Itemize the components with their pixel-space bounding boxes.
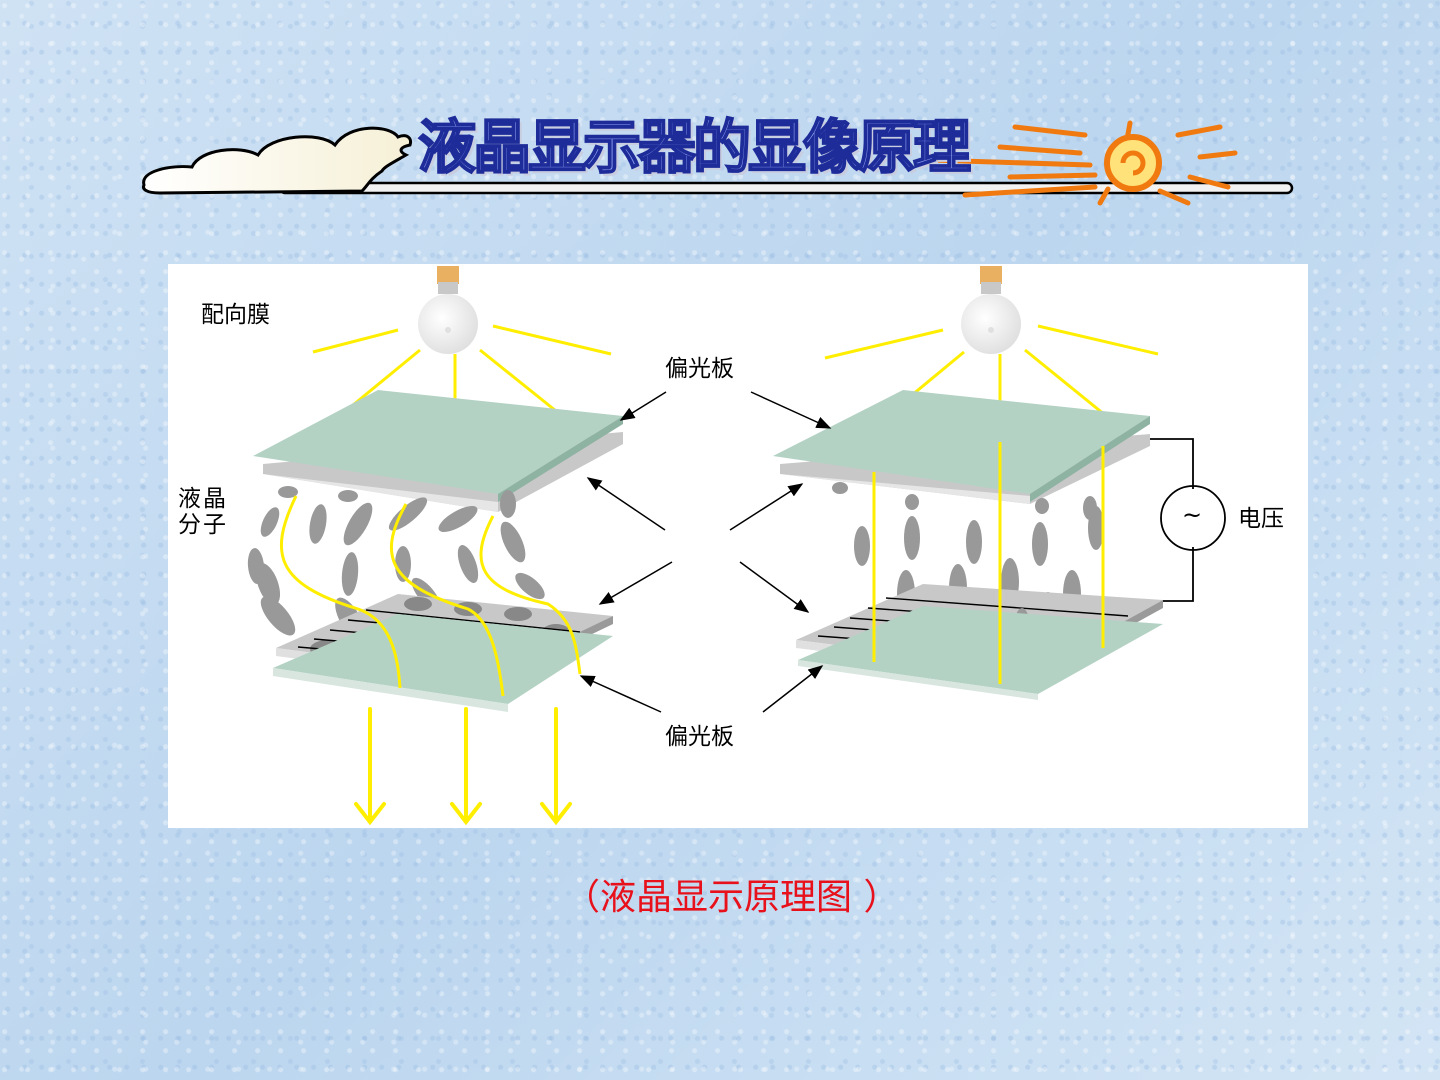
cloud-icon <box>142 126 412 195</box>
light-bulb-icon <box>418 266 478 354</box>
arrow-icon <box>729 483 804 531</box>
label-liquid-crystal: 液晶 分子 <box>178 486 228 538</box>
ac-source-icon <box>1150 438 1226 602</box>
ac-source-symbol: ~ <box>1182 501 1203 529</box>
arrow-icon <box>619 391 667 421</box>
pointer-arrows <box>579 391 832 713</box>
arrow-icon <box>750 391 832 429</box>
label-alignment-film: 配向膜 <box>201 302 270 328</box>
label-liquid-crystal-line1: 液晶 <box>178 486 228 512</box>
label-polarizer-top: 偏光板 <box>665 356 734 382</box>
diagram-caption: （液晶显示原理图 ） <box>564 877 900 918</box>
light-bulb-icon <box>961 266 1021 354</box>
slide-title: 液晶显示器的显像原理 <box>417 112 972 182</box>
arrow-icon <box>739 561 810 613</box>
arrow-icon <box>598 561 673 605</box>
lcd-principle-diagram: 配向膜 偏光板 偏光板 液晶 分子 ~ 电压 <box>168 264 1308 828</box>
diagram-canvas <box>247 266 1226 826</box>
arrow-icon <box>579 675 662 713</box>
arrow-icon <box>762 665 824 713</box>
label-polarizer-bottom: 偏光板 <box>665 724 734 750</box>
label-voltage: 电压 <box>1238 506 1284 532</box>
arrow-icon <box>586 477 666 531</box>
label-liquid-crystal-line2: 分子 <box>178 512 228 538</box>
right-assembly <box>773 266 1226 700</box>
sun-icon <box>927 120 1238 206</box>
title-banner <box>142 120 1294 206</box>
left-assembly <box>247 266 623 826</box>
